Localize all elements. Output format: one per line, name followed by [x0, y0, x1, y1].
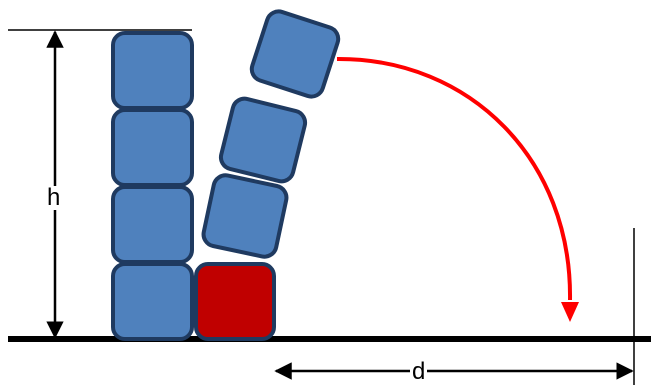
standing-block: [111, 108, 194, 187]
standing-block: [111, 31, 194, 110]
standing-block: [111, 262, 194, 341]
tilting-block: [218, 96, 308, 184]
pushed-block: [194, 262, 276, 341]
standing-block: [111, 185, 194, 264]
trajectory-arrowhead: [561, 302, 579, 322]
tilting-block: [201, 173, 289, 259]
distance-label: d: [410, 358, 428, 385]
height-label: h: [47, 184, 61, 211]
tilting-block: [249, 9, 341, 99]
tilting-column: [201, 9, 341, 259]
standing-column: [111, 31, 194, 341]
fall-trajectory-arc: [336, 56, 573, 301]
